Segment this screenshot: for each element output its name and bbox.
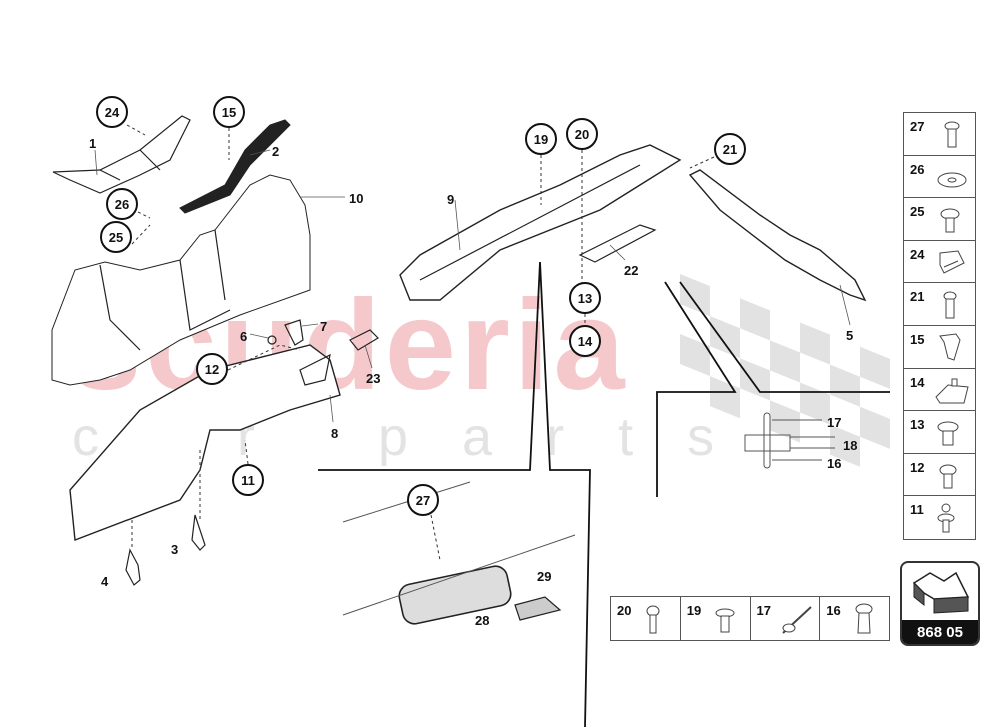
label-3[interactable]: 3	[171, 542, 179, 557]
label-28[interactable]: 28	[475, 613, 490, 628]
legend-item-16[interactable]: 16	[820, 597, 889, 640]
label-23[interactable]: 23	[366, 371, 381, 386]
legend-item-25[interactable]: 25	[904, 198, 975, 241]
spring-clip-icon	[939, 333, 961, 361]
label-29[interactable]: 29	[537, 569, 552, 584]
callout-20[interactable]: 20	[566, 118, 598, 150]
flange-screw-icon	[940, 208, 960, 233]
label-4[interactable]: 4	[101, 574, 109, 589]
label-1[interactable]: 1	[89, 136, 97, 151]
torx-screw-icon	[939, 464, 957, 489]
fastener-legend-column: 27 26 25 24 21 15 14 13 12 11	[903, 112, 976, 540]
fastener-legend-row: 20 19 17 16	[610, 596, 890, 641]
callout-26[interactable]: 26	[106, 188, 138, 220]
legend-item-27[interactable]: 27	[904, 113, 975, 156]
legend-item-26[interactable]: 26	[904, 156, 975, 199]
legend-item-24[interactable]: 24	[904, 241, 975, 284]
legend-item-17[interactable]: 17	[751, 597, 821, 640]
callout-27[interactable]: 27	[407, 484, 439, 516]
ball-head-screw-icon	[646, 605, 660, 634]
callout-21[interactable]: 21	[714, 133, 746, 165]
rivet-icon	[781, 606, 812, 634]
label-8[interactable]: 8	[331, 426, 339, 441]
legend-item-20[interactable]: 20	[611, 597, 681, 640]
callout-19[interactable]: 19	[525, 123, 557, 155]
page-code: 868 05	[902, 620, 978, 644]
label-5[interactable]: 5	[846, 328, 854, 343]
callout-15[interactable]: 15	[213, 96, 245, 128]
legend-item-14[interactable]: 14	[904, 369, 975, 412]
callout-24[interactable]: 24	[96, 96, 128, 128]
label-9[interactable]: 9	[447, 192, 455, 207]
callout-13[interactable]: 13	[569, 282, 601, 314]
callout-12[interactable]: 12	[196, 353, 228, 385]
legend-item-19[interactable]: 19	[681, 597, 751, 640]
flange-screw-icon	[715, 608, 735, 633]
label-22[interactable]: 22	[624, 263, 639, 278]
legend-item-13[interactable]: 13	[904, 411, 975, 454]
torx-bolt-icon	[943, 291, 957, 319]
callout-11[interactable]: 11	[232, 464, 264, 496]
legend-item-12[interactable]: 12	[904, 454, 975, 497]
checkered-flag-watermark	[680, 274, 890, 467]
label-7[interactable]: 7	[320, 319, 328, 334]
next-page-arrow-icon	[912, 571, 970, 614]
clip-icon	[939, 250, 965, 274]
callout-14[interactable]: 14	[569, 325, 601, 357]
page-navigation-badge[interactable]: 868 05	[900, 561, 980, 646]
ball-stud-icon	[937, 503, 955, 533]
label-10[interactable]: 10	[349, 191, 364, 206]
washer-icon	[937, 172, 967, 188]
legend-item-21[interactable]: 21	[904, 283, 975, 326]
mount-plate-icon	[935, 378, 969, 404]
label-17[interactable]: 17	[827, 415, 842, 430]
label-6[interactable]: 6	[240, 329, 248, 344]
label-16[interactable]: 16	[827, 456, 842, 471]
expansion-rivet-icon	[855, 603, 873, 634]
callout-25[interactable]: 25	[100, 221, 132, 253]
legend-item-15[interactable]: 15	[904, 326, 975, 369]
torx-bolt-icon	[944, 121, 960, 148]
label-18[interactable]: 18	[843, 438, 858, 453]
label-2[interactable]: 2	[272, 144, 280, 159]
legend-item-11[interactable]: 11	[904, 496, 975, 539]
flange-screw-icon	[937, 421, 959, 446]
